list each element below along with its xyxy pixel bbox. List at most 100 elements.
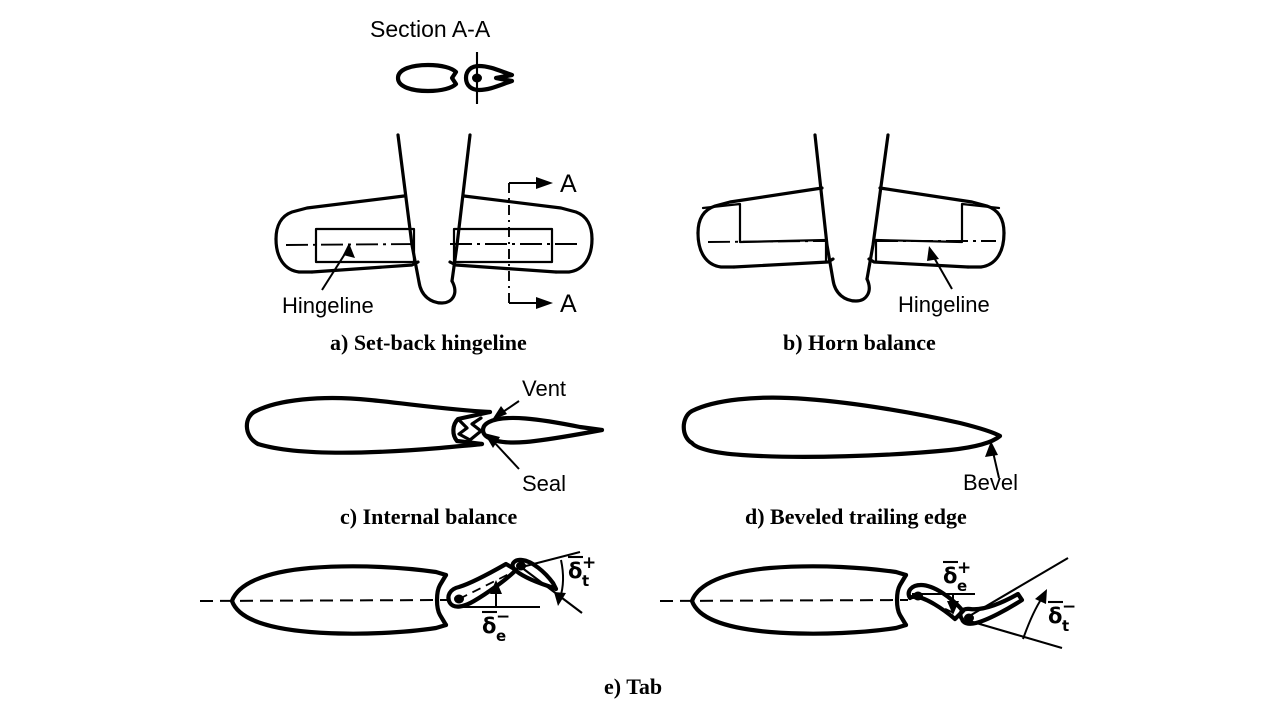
left-tail-lower-outline-b: [732, 257, 835, 269]
fin-body-right-edge-b: [865, 133, 890, 281]
fin-body-nose: [417, 279, 457, 305]
control-surface-c: [480, 415, 605, 445]
stabilizer-upper-e-right: [689, 564, 909, 604]
symbol-elevator-deflection-negative-e-left: − δ e: [482, 607, 510, 645]
delta-e-angle-arrowhead-e-right: [947, 601, 959, 615]
delta-t-angle-arrowhead-e-right: [1035, 589, 1047, 604]
right-tail-lower-outline: [448, 260, 558, 274]
delta-e-superscript-e-right: +: [957, 558, 971, 578]
section-cut-bottom-label: A: [560, 290, 577, 318]
stabilizer-rear-notch-e-left: [434, 572, 449, 628]
right-tail-upper-outline: [462, 194, 594, 241]
hingeline-leader-arrowhead-b: [927, 246, 939, 261]
caption-panel-d: d) Beveled trailing edge: [745, 504, 967, 529]
fin-body-right-edge: [450, 133, 472, 283]
tab-chord-extended-e-left: [520, 566, 583, 614]
elevator-chord-e-left: [458, 572, 512, 600]
right-control-surface-box: [452, 227, 554, 264]
section-control-surface-outline: [463, 63, 515, 93]
panel-b-horn-balance: Hingeline b) Horn balance: [696, 133, 1006, 355]
hingeline-leader-line: [321, 248, 349, 291]
fin-body-left-edge-b: [813, 133, 835, 282]
right-tail-lower-outline-b: [867, 257, 970, 269]
right-tail-tip-b: [966, 231, 1006, 269]
section-aa-view: [395, 52, 515, 104]
section-cut-top-label: A: [560, 170, 577, 198]
stabilizer-centerline-e-left: [199, 599, 449, 602]
stabilizer-upper-e-left: [229, 564, 449, 604]
seal-leader-line: [492, 440, 520, 470]
main-airfoil-lower-c: [255, 441, 485, 455]
left-hingeline-b: [707, 240, 827, 243]
tab-e-left: [510, 557, 559, 592]
vent-label: Vent: [522, 376, 566, 401]
stabilizer-centerline-e-right: [659, 599, 909, 602]
delta-e-subscript-e-left: e: [496, 627, 506, 645]
symbol-tab-deflection-positive-e-left: δ + t: [568, 553, 596, 590]
left-tail-tip: [274, 237, 314, 274]
stabilizer-rear-notch-e-right: [894, 572, 909, 628]
delta-t-angle-arc-e-left: [559, 559, 565, 599]
right-tail-tip: [554, 237, 594, 274]
delta-e-superscript-e-left: −: [496, 607, 510, 627]
bevel-leader-arrowhead: [985, 441, 998, 457]
hingeline-label-a: Hingeline: [282, 293, 374, 318]
bevel-label: Bevel: [963, 470, 1018, 495]
tab-reference-line-e-right: [965, 618, 1063, 650]
delta-t-subscript-e-left: t: [582, 572, 589, 590]
seal-leader-arrowhead: [484, 433, 500, 448]
panel-a-set-back-hingeline: Hingeline A A a) Set-back hingeline: [274, 133, 594, 355]
left-tail-upper-outline: [274, 194, 406, 241]
section-hinge-point: [472, 73, 482, 83]
hingeline-leader-line-b: [931, 253, 953, 290]
tab-e-right: [958, 591, 1025, 626]
tab-reference-line-e-left: [517, 550, 581, 570]
elevator-chord-e-right: [917, 595, 959, 616]
delta-e-subscript-e-right: e: [957, 577, 967, 595]
stabilizer-lower-e-left: [229, 598, 449, 636]
right-tail-upper-outline-b: [878, 186, 1006, 235]
delta-e-glyph-e-left: δ: [482, 614, 496, 638]
right-horn-balance-boundary: [874, 202, 1001, 244]
caption-panel-b: b) Horn balance: [783, 330, 936, 355]
vent-leader-arrowhead: [492, 406, 507, 420]
symbol-tab-deflection-negative-e-right: − δ t: [1048, 597, 1076, 635]
bevel-leader-line: [992, 451, 1000, 479]
left-tail-tip-b: [696, 231, 736, 269]
delta-t-superscript-e-right: −: [1062, 597, 1076, 617]
section-title: Section A-A: [370, 16, 491, 42]
main-airfoil-nose-c: [244, 408, 261, 447]
delta-e-glyph-e-right: δ: [943, 564, 957, 588]
tab-chord-extended-e-right: [965, 557, 1069, 619]
hingeline-label-b: Hingeline: [898, 292, 990, 317]
panel-e-left-tab: δ + t − δ e: [199, 550, 596, 645]
left-tail-upper-outline-b: [696, 186, 824, 235]
hingeline-leader-arrowhead: [343, 243, 355, 258]
delta-t-angle-arrowhead-e-left: [554, 592, 566, 606]
left-control-surface-box: [314, 227, 416, 264]
airfoil-outline-d: [681, 395, 1003, 459]
fin-body-left-edge: [396, 133, 421, 284]
fin-body-nose-b: [831, 277, 871, 303]
symbol-elevator-deflection-positive-e-right: δ + e: [943, 558, 971, 595]
stabilizer-lower-e-right: [689, 598, 909, 636]
main-airfoil-upper-c: [253, 395, 493, 415]
caption-panel-a: a) Set-back hingeline: [330, 330, 527, 355]
section-cut-top-arrowhead: [536, 177, 553, 189]
delta-t-superscript-e-left: +: [582, 553, 596, 573]
section-cut-bottom-arrowhead: [536, 297, 553, 309]
delta-t-glyph-e-right: δ: [1048, 604, 1062, 628]
delta-t-angle-arc-e-right: [1022, 597, 1043, 640]
delta-t-subscript-e-right: t: [1062, 617, 1069, 635]
left-horn-balance-boundary: [701, 202, 828, 244]
left-tail-lower-outline: [310, 260, 420, 274]
panel-c-internal-balance: Vent Seal c) Internal balance: [244, 376, 605, 529]
caption-panel-c: c) Internal balance: [340, 504, 517, 529]
panel-e-right-tab: δ + e − δ t: [659, 557, 1076, 650]
panel-d-beveled-trailing-edge: Bevel d) Beveled trailing edge: [681, 395, 1018, 529]
section-wing-outline: [395, 62, 459, 94]
seal-label: Seal: [522, 471, 566, 496]
left-hingeline: [285, 243, 419, 246]
delta-e-angle-arrowhead-e-left: [490, 580, 502, 594]
